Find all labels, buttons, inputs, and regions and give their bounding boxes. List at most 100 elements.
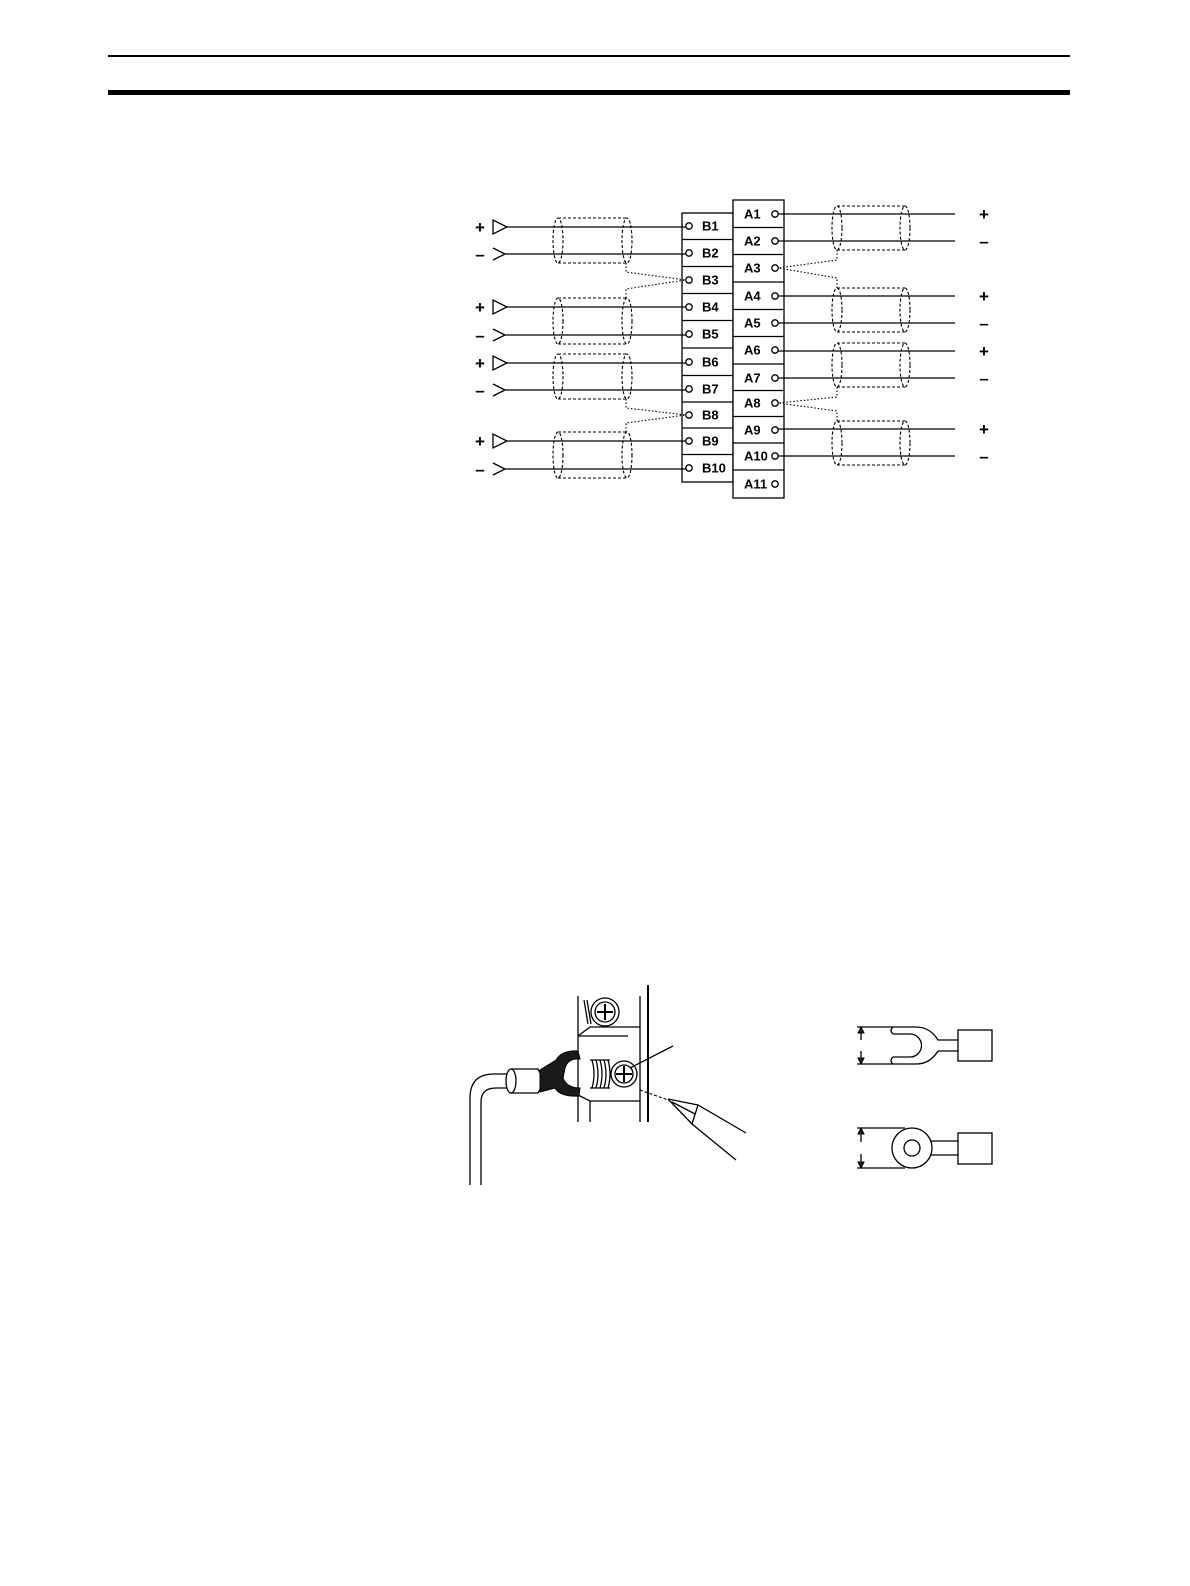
cable-shield-icon <box>832 206 910 250</box>
terminal-block-outline <box>578 996 640 1122</box>
minus-input-symbol <box>493 329 505 341</box>
polarity-minus: – <box>475 245 484 264</box>
plus-input-symbol <box>493 300 507 314</box>
shield-drain-wire <box>626 263 686 280</box>
crimp-sleeve-icon <box>506 1069 542 1093</box>
fork-terminal-icon <box>540 1051 580 1096</box>
terminal-screw-icon <box>686 331 692 337</box>
terminal-screw-icon <box>772 481 778 487</box>
polarity-minus: – <box>979 232 988 251</box>
plus-input-symbol <box>493 434 507 448</box>
shield-end <box>900 421 910 465</box>
polarity-minus: – <box>475 460 484 479</box>
terminal-label-a: A5 <box>744 316 761 331</box>
shield-drain-wire <box>778 268 837 288</box>
cable-shield-icon <box>832 421 910 465</box>
shield-drain-wire <box>778 387 837 403</box>
terminal-label-b: B5 <box>702 327 719 342</box>
terminal-screw-icon <box>772 320 778 326</box>
dimension-marker <box>857 1027 893 1064</box>
fork-terminal-diagram <box>857 1027 992 1064</box>
right-signal-pair: +– <box>778 403 989 466</box>
polarity-minus: – <box>475 381 484 400</box>
terminal-screw-icon <box>686 465 692 471</box>
cable-shield-icon <box>553 298 632 344</box>
terminal-label-b: B4 <box>702 300 719 315</box>
ring-terminal-hole <box>904 1140 920 1156</box>
fork-terminal-outline <box>891 1027 958 1064</box>
minus-input-symbol <box>493 248 505 260</box>
polarity-plus: + <box>475 354 485 373</box>
plus-input-symbol <box>493 356 507 370</box>
polarity-minus: – <box>979 447 988 466</box>
terminal-label-a: A4 <box>744 289 761 304</box>
terminal-label-a: A1 <box>744 207 761 222</box>
shield-end <box>553 354 563 399</box>
terminal-screw-icon <box>686 250 692 256</box>
minus-input-symbol <box>493 384 505 396</box>
wire-icon <box>470 1074 510 1185</box>
cable-shield-icon <box>553 432 632 478</box>
shield-drain-wire <box>626 280 686 298</box>
left-signal-pair: +– <box>475 354 686 415</box>
shield-end <box>553 432 563 478</box>
ring-terminal-sleeve <box>958 1133 992 1164</box>
terminal-wiring-illustration <box>470 985 746 1185</box>
terminal-label-b: B1 <box>702 219 719 234</box>
terminal-screw-icon <box>772 211 778 217</box>
polarity-minus: – <box>475 326 484 345</box>
shield-end <box>622 432 632 478</box>
terminal-screw-icon <box>686 438 692 444</box>
terminal-screw-icon <box>772 400 778 406</box>
cable-shield-icon <box>553 218 632 263</box>
terminal-screw-icon <box>686 277 692 283</box>
terminal-label-a: A9 <box>744 423 761 438</box>
screwdriver-icon <box>640 1090 746 1160</box>
shield-end <box>832 288 842 332</box>
shield-drain-wire <box>626 415 686 432</box>
terminal-label-a: A10 <box>744 449 768 464</box>
polarity-plus: + <box>979 342 989 361</box>
terminal-label-b: B9 <box>702 434 719 449</box>
polarity-plus: + <box>475 432 485 451</box>
polarity-plus: + <box>979 287 989 306</box>
fork-terminal-sleeve <box>958 1030 992 1061</box>
terminal-label-a: A8 <box>744 396 761 411</box>
terminal-screw-icon <box>772 293 778 299</box>
terminal-block-body <box>578 996 640 1122</box>
terminal-screw-icon <box>611 1061 637 1087</box>
callout-leader-line <box>630 1046 673 1068</box>
plus-input-symbol <box>493 220 507 234</box>
terminal-label-b: B7 <box>702 382 719 397</box>
terminal-screw-icon <box>772 265 778 271</box>
terminal-label-b: B6 <box>702 355 719 370</box>
screw-thread-icon <box>590 1060 610 1088</box>
shield-drain-wire <box>778 403 837 421</box>
shield-end <box>622 354 632 399</box>
right-signal-pair: +– <box>778 342 989 403</box>
minus-input-symbol <box>493 463 505 475</box>
terminal-label-a: A11 <box>744 477 767 492</box>
right-signal-pair: +– <box>778 268 989 333</box>
shield-end <box>553 298 563 344</box>
shield-end <box>622 298 632 344</box>
shield-end <box>900 206 910 250</box>
shield-end <box>900 288 910 332</box>
shield-end <box>832 421 842 465</box>
terminal-label-b: B2 <box>702 246 719 261</box>
shield-end <box>900 343 910 387</box>
cable-shield-icon <box>832 288 910 332</box>
cable-shield-icon <box>832 343 910 387</box>
shield-end <box>832 343 842 387</box>
left-signal-pair: +– <box>475 415 686 479</box>
cable-shield-icon <box>553 354 632 399</box>
shield-end <box>622 218 632 263</box>
terminal-label-a: A3 <box>744 261 761 276</box>
terminal-label-a: A6 <box>744 343 761 358</box>
terminal-label-b: B8 <box>702 408 719 423</box>
terminal-screw-icon <box>772 238 778 244</box>
terminal-screw-icon <box>686 304 692 310</box>
left-signal-pair: +– <box>475 280 686 345</box>
